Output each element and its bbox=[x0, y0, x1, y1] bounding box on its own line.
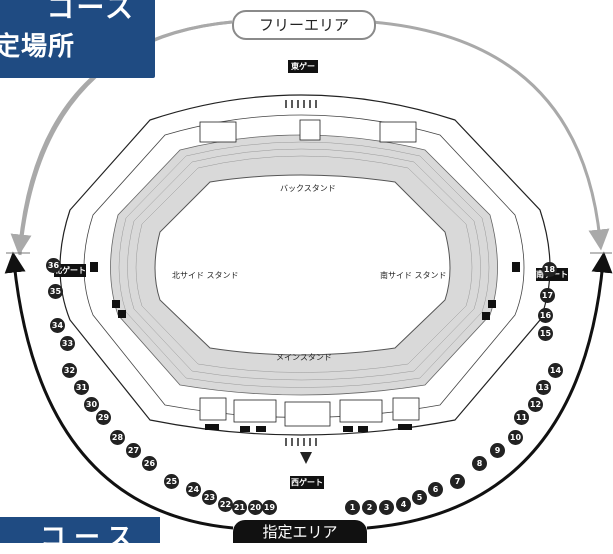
location-number-2: 2 bbox=[362, 500, 377, 515]
location-number-14: 14 bbox=[548, 363, 563, 378]
corner-banner-top: コース 定場所 bbox=[0, 0, 155, 78]
location-number-11: 11 bbox=[514, 410, 529, 425]
free-area-label: フリーエリア bbox=[232, 10, 376, 40]
location-number-8: 8 bbox=[472, 456, 487, 471]
location-number-32: 32 bbox=[62, 363, 77, 378]
reserved-area-arc-right bbox=[366, 251, 613, 530]
location-number-28: 28 bbox=[110, 430, 125, 445]
location-number-24: 24 bbox=[186, 482, 201, 497]
location-number-21: 21 bbox=[232, 500, 247, 515]
north-stand-label: 北サイド スタンド bbox=[172, 271, 239, 280]
location-number-15: 15 bbox=[538, 326, 553, 341]
reserved-area-label: 指定エリア bbox=[233, 520, 367, 543]
location-number-19: 19 bbox=[262, 500, 277, 515]
location-number-26: 26 bbox=[142, 456, 157, 471]
north-gate-label: 北ゲート bbox=[54, 264, 86, 277]
location-number-12: 12 bbox=[528, 397, 543, 412]
location-number-23: 23 bbox=[202, 490, 217, 505]
west-gate-label: 西ゲート bbox=[290, 476, 324, 489]
location-number-16: 16 bbox=[538, 308, 553, 323]
location-number-3: 3 bbox=[379, 500, 394, 515]
location-number-27: 27 bbox=[126, 443, 141, 458]
reserved-area-arc bbox=[4, 251, 234, 530]
west-gate-arrow bbox=[300, 452, 312, 464]
location-number-13: 13 bbox=[536, 380, 551, 395]
location-number-1: 1 bbox=[345, 500, 360, 515]
location-number-5: 5 bbox=[412, 490, 427, 505]
back-stand-label: バックスタンド bbox=[280, 184, 336, 193]
location-number-17: 17 bbox=[540, 288, 555, 303]
banner-bottom-text: コース bbox=[40, 523, 141, 553]
location-number-4: 4 bbox=[396, 497, 411, 512]
location-number-33: 33 bbox=[60, 336, 75, 351]
location-number-10: 10 bbox=[508, 430, 523, 445]
east-gate-label: 東ゲート bbox=[288, 60, 318, 84]
location-number-34: 34 bbox=[50, 318, 65, 333]
location-number-20: 20 bbox=[248, 500, 263, 515]
location-number-18: 18 bbox=[542, 262, 557, 277]
main-stand-label: メインスタンド bbox=[276, 353, 332, 362]
location-number-9: 9 bbox=[490, 443, 505, 458]
south-stand-label: 南サイド スタンド bbox=[380, 271, 447, 280]
location-number-31: 31 bbox=[74, 380, 89, 395]
location-number-30: 30 bbox=[84, 397, 99, 412]
corner-banner-bottom: コース bbox=[0, 517, 160, 553]
location-number-22: 22 bbox=[218, 497, 233, 512]
location-number-25: 25 bbox=[164, 474, 179, 489]
banner-top-line2: 定場所 bbox=[0, 32, 76, 62]
location-number-6: 6 bbox=[428, 482, 443, 497]
location-number-7: 7 bbox=[450, 474, 465, 489]
location-number-36: 36 bbox=[46, 258, 61, 273]
banner-top-line1: コース bbox=[46, 0, 135, 24]
location-number-29: 29 bbox=[96, 410, 111, 425]
location-number-35: 35 bbox=[48, 284, 63, 299]
pitch bbox=[154, 174, 451, 356]
free-area-arc-left-tip bbox=[10, 20, 233, 256]
